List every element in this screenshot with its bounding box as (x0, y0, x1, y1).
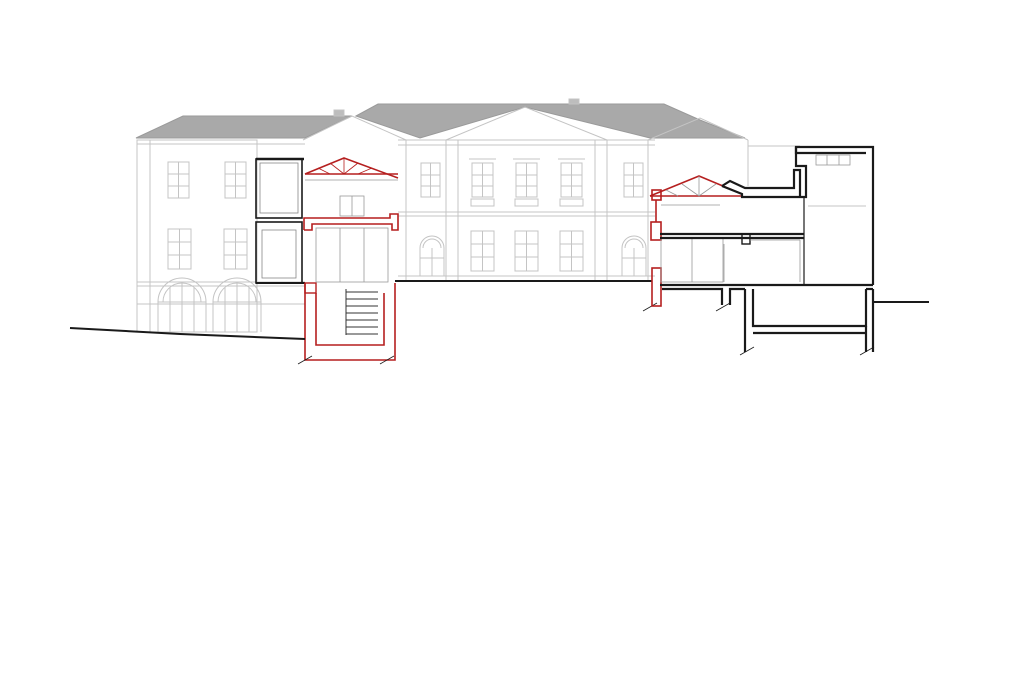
red-intervention-left (303, 157, 399, 361)
upper-box (255, 158, 303, 219)
left-window-2 (224, 161, 247, 199)
red-right-wall-mid (650, 221, 662, 241)
central-upper-window-2 (469, 158, 496, 207)
chimney-left (333, 109, 345, 117)
central-lower-window-1 (470, 230, 495, 272)
red-room-interior (305, 179, 398, 335)
chimney-right (568, 98, 580, 105)
central-roof (354, 103, 746, 139)
left-window-3 (167, 228, 192, 270)
central-lower-window-3 (559, 230, 584, 272)
right-roof-profile (721, 145, 875, 285)
central-upper-window-3 (513, 158, 540, 207)
central-upper-window-4 (558, 158, 585, 207)
central-upper-window-5 (623, 162, 644, 198)
lower-box (255, 221, 303, 284)
left-arch-1 (157, 277, 207, 332)
ground-lines (69, 280, 929, 340)
left-pediment (302, 115, 407, 141)
left-window-4 (223, 228, 248, 270)
left-wing-facade (136, 139, 258, 333)
red-basement-outer (304, 283, 396, 361)
right-pediment (647, 117, 749, 141)
red-right-wall-low (651, 267, 662, 307)
red-basement-inner (315, 293, 385, 346)
red-intervention-right (649, 175, 743, 307)
break-marks (297, 302, 875, 365)
right-truss-detail (660, 176, 724, 283)
central-lower-window-2 (514, 230, 539, 272)
central-arched-door-right (621, 235, 647, 276)
left-section-insert (255, 157, 305, 284)
left-window-1 (167, 161, 190, 199)
ground-left (69, 327, 306, 340)
red-right-truss (649, 175, 743, 197)
central-arched-door-left (419, 235, 445, 276)
basement-stair (345, 289, 378, 335)
left-arch-2 (212, 277, 262, 332)
red-upper-slab (303, 213, 399, 231)
right-section-cut (660, 145, 875, 352)
right-interior-detail (723, 154, 851, 282)
background-elevation (135, 98, 866, 333)
central-upper-window-1 (420, 162, 441, 198)
central-pediment (445, 106, 608, 141)
left-wing-roof (135, 115, 353, 139)
